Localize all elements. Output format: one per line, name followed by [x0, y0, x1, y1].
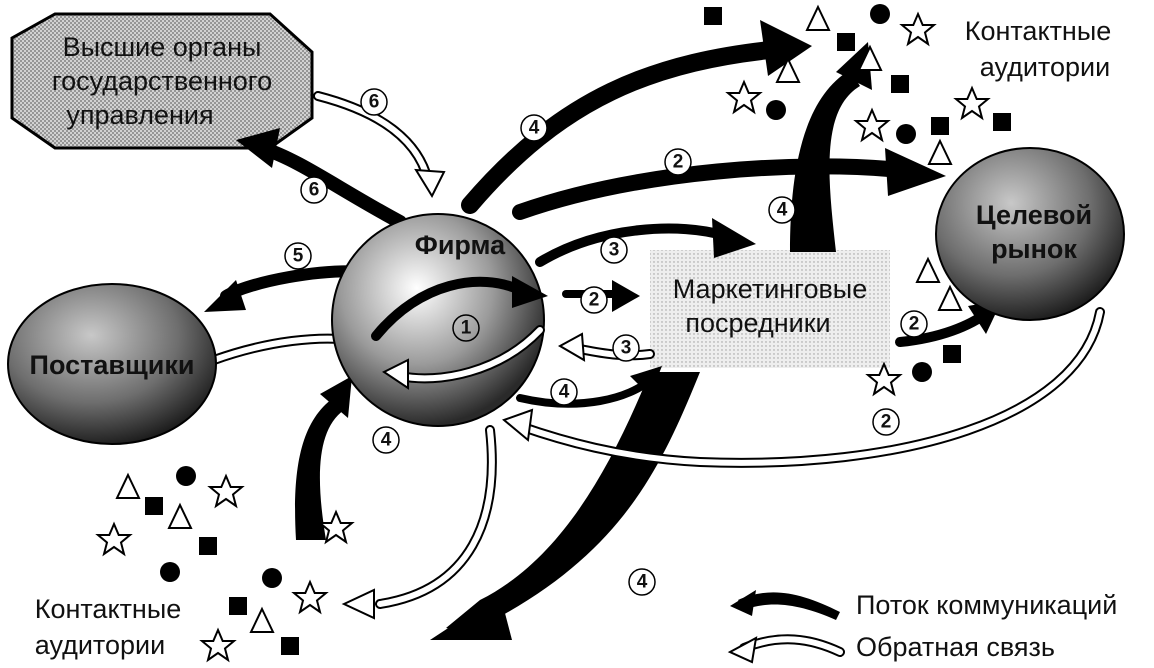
arrow-4-top: [461, 39, 799, 214]
government-label-3: управления: [66, 100, 213, 130]
num-4c: 4: [559, 382, 570, 403]
num-2c: 2: [909, 314, 920, 335]
arrow-5-head: [204, 280, 246, 312]
arrow-4-up: [790, 70, 860, 252]
num-3a: 3: [609, 240, 620, 261]
contact-bottom-label-2: аудитории: [35, 630, 165, 660]
num-4a: 4: [529, 118, 540, 139]
contact-top-label-2: аудитории: [980, 52, 1110, 82]
legend-feedback-label: Обратная связь: [856, 632, 1055, 662]
num-4e: 4: [637, 572, 648, 593]
num-1: 1: [461, 318, 472, 339]
arrow-4-bottom-up: [295, 396, 344, 540]
num-2b: 2: [589, 290, 600, 311]
government-label-2: государственного: [52, 66, 272, 96]
suppliers-label: Поставщики: [30, 350, 195, 380]
num-6b: 6: [309, 180, 320, 201]
arrow-6-gov: [255, 141, 407, 229]
target-market-label-2: рынок: [991, 234, 1077, 264]
contact-top-label-1: Контактные: [965, 16, 1112, 46]
arrow-4-top-head: [760, 20, 812, 76]
arrow-2-inter-head: [612, 280, 640, 312]
government-label-1: Высшие органы: [63, 32, 262, 62]
num-4d: 4: [381, 430, 392, 451]
intermediaries-label-2: посредники: [685, 308, 830, 338]
arrow-2-target-head: [885, 148, 946, 196]
arrow-4-bottom-head: [430, 594, 512, 640]
suppliers-sphere: [7, 283, 217, 445]
arrow-4-up-head: [836, 42, 872, 90]
arrow-4-bottom-up-head: [320, 376, 352, 418]
arrow-4-inter-head: [630, 366, 662, 396]
num-3b: 3: [621, 338, 632, 359]
num-2d: 2: [881, 412, 892, 433]
num-5: 5: [293, 246, 304, 267]
target-market-label-1: Целевой: [976, 200, 1092, 230]
legend: Поток коммуникаций Обратная связь: [727, 590, 1117, 664]
flow-numbers: 1 2 2 2 2 3 3 4 4 4 4 4 5 6 6: [284, 88, 928, 596]
num-6a: 6: [369, 92, 380, 113]
arrow-2-target: [512, 158, 908, 220]
arrow-1-internal-head: [512, 276, 548, 308]
legend-communication-arrow: [738, 592, 840, 620]
target-market-sphere: [935, 147, 1125, 321]
firm-label: Фирма: [415, 230, 506, 260]
intermediaries-box: [650, 250, 890, 368]
arrow-6-gov-head: [236, 128, 280, 168]
government-hexagon: [10, 12, 314, 150]
arrow-3-top: [535, 223, 731, 267]
legend-communication-label: Поток коммуникаций: [856, 590, 1117, 620]
intermediaries-label-1: Маркетинговые: [673, 274, 867, 304]
arrow-4-inter: [516, 376, 654, 408]
num-2a: 2: [673, 152, 684, 173]
contact-bottom-label-1: Контактные: [35, 594, 182, 624]
arrow-3-top-head: [712, 218, 756, 258]
feedback-arrows: [209, 91, 1105, 620]
arrow-4-bottom: [446, 372, 700, 632]
num-4b: 4: [777, 200, 788, 221]
arrow-1-internal: [371, 276, 525, 341]
